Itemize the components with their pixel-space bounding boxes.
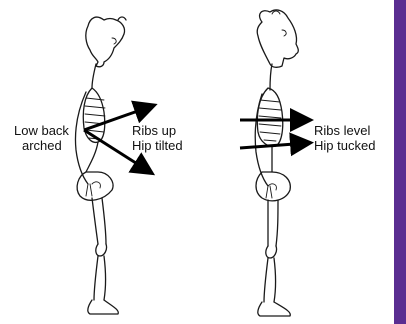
side-border-bar [394,0,406,324]
arrow-hip-tucked [240,143,308,148]
arrows-neutral [240,120,308,148]
label-ribs-up: Ribs up [132,123,176,138]
label-ribs-level: Ribs level [314,123,370,138]
skeleton-arched-figure [75,17,126,314]
label-hip-tilted: Hip tilted [132,138,183,153]
label-hip-tucked: Hip tucked [314,138,375,153]
label-arched: arched [22,138,62,153]
skeleton-neutral-figure [255,10,298,316]
label-low-back: Low back [14,123,69,138]
